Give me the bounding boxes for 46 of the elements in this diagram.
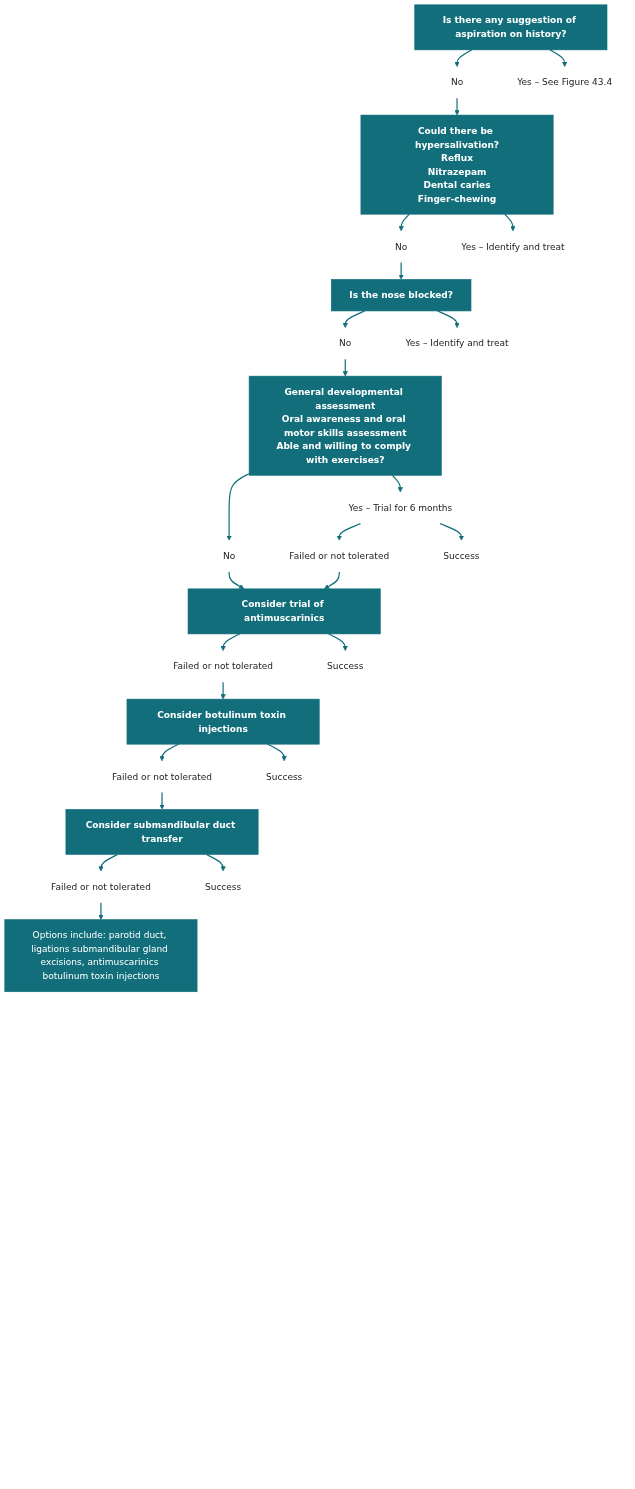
arrow (328, 633, 348, 651)
node-text: Yes – Trial for 6 months (348, 502, 453, 514)
arrow (220, 633, 241, 651)
node-box: Consider submandibular duct transfer (65, 809, 259, 855)
node-text: No (222, 550, 236, 562)
arrow (398, 261, 404, 280)
arrow (504, 213, 516, 232)
node-text: Yes – Identify and treat (405, 337, 509, 349)
arrow (437, 310, 460, 328)
arrow (228, 571, 245, 590)
node-text: No (395, 241, 408, 253)
node-box: Consider botulinum toxin injections (126, 698, 320, 745)
arrow (324, 571, 340, 590)
arrow (454, 97, 460, 116)
node-text: Success (204, 881, 242, 893)
node-text: No (339, 337, 352, 349)
node-text: Yes – Identify and treat (461, 241, 565, 253)
arrow (342, 358, 348, 377)
node-text: Success (327, 660, 364, 672)
node-box: Could there be hypersalivation? Reflux Nitrazepam Dental caries Finger-chewing (360, 114, 554, 215)
node-text: Failed or not tolerated (51, 881, 151, 893)
node-box: Options include: parotid duct, ligations submandibular gland excisions, antimuscarinics botulinum toxin injections (4, 919, 198, 993)
arrow (454, 49, 473, 67)
node-text: Failed or not tolerated (112, 771, 212, 783)
arrow (439, 523, 465, 541)
node-text: Success (266, 771, 303, 783)
arrow (398, 213, 410, 232)
arrow (549, 49, 568, 67)
node-box: Consider trial of antimuscarinics (187, 588, 381, 635)
node-text: Failed or not tolerated (173, 660, 274, 672)
node-text: Yes – See Figure 43.4 (517, 76, 613, 88)
node-text: Failed or not tolerated (289, 550, 390, 562)
arrow (342, 310, 366, 328)
arrow (220, 681, 226, 700)
node-box: General developmental assessment Oral awareness and oral motor skills assessment Able and willing to comply with exercises? (248, 375, 442, 476)
node-box: Is there any suggestion of aspiration on history? (414, 4, 608, 51)
arrow (159, 791, 165, 810)
arrow (391, 474, 403, 493)
node-box: Is the nose blocked? (330, 279, 472, 312)
arrow (226, 473, 250, 541)
arrow (336, 523, 362, 541)
arrow (98, 902, 104, 920)
node-text: No (450, 76, 464, 88)
arrow (98, 853, 119, 872)
node-text: Success (443, 550, 480, 562)
arrow (205, 853, 226, 872)
